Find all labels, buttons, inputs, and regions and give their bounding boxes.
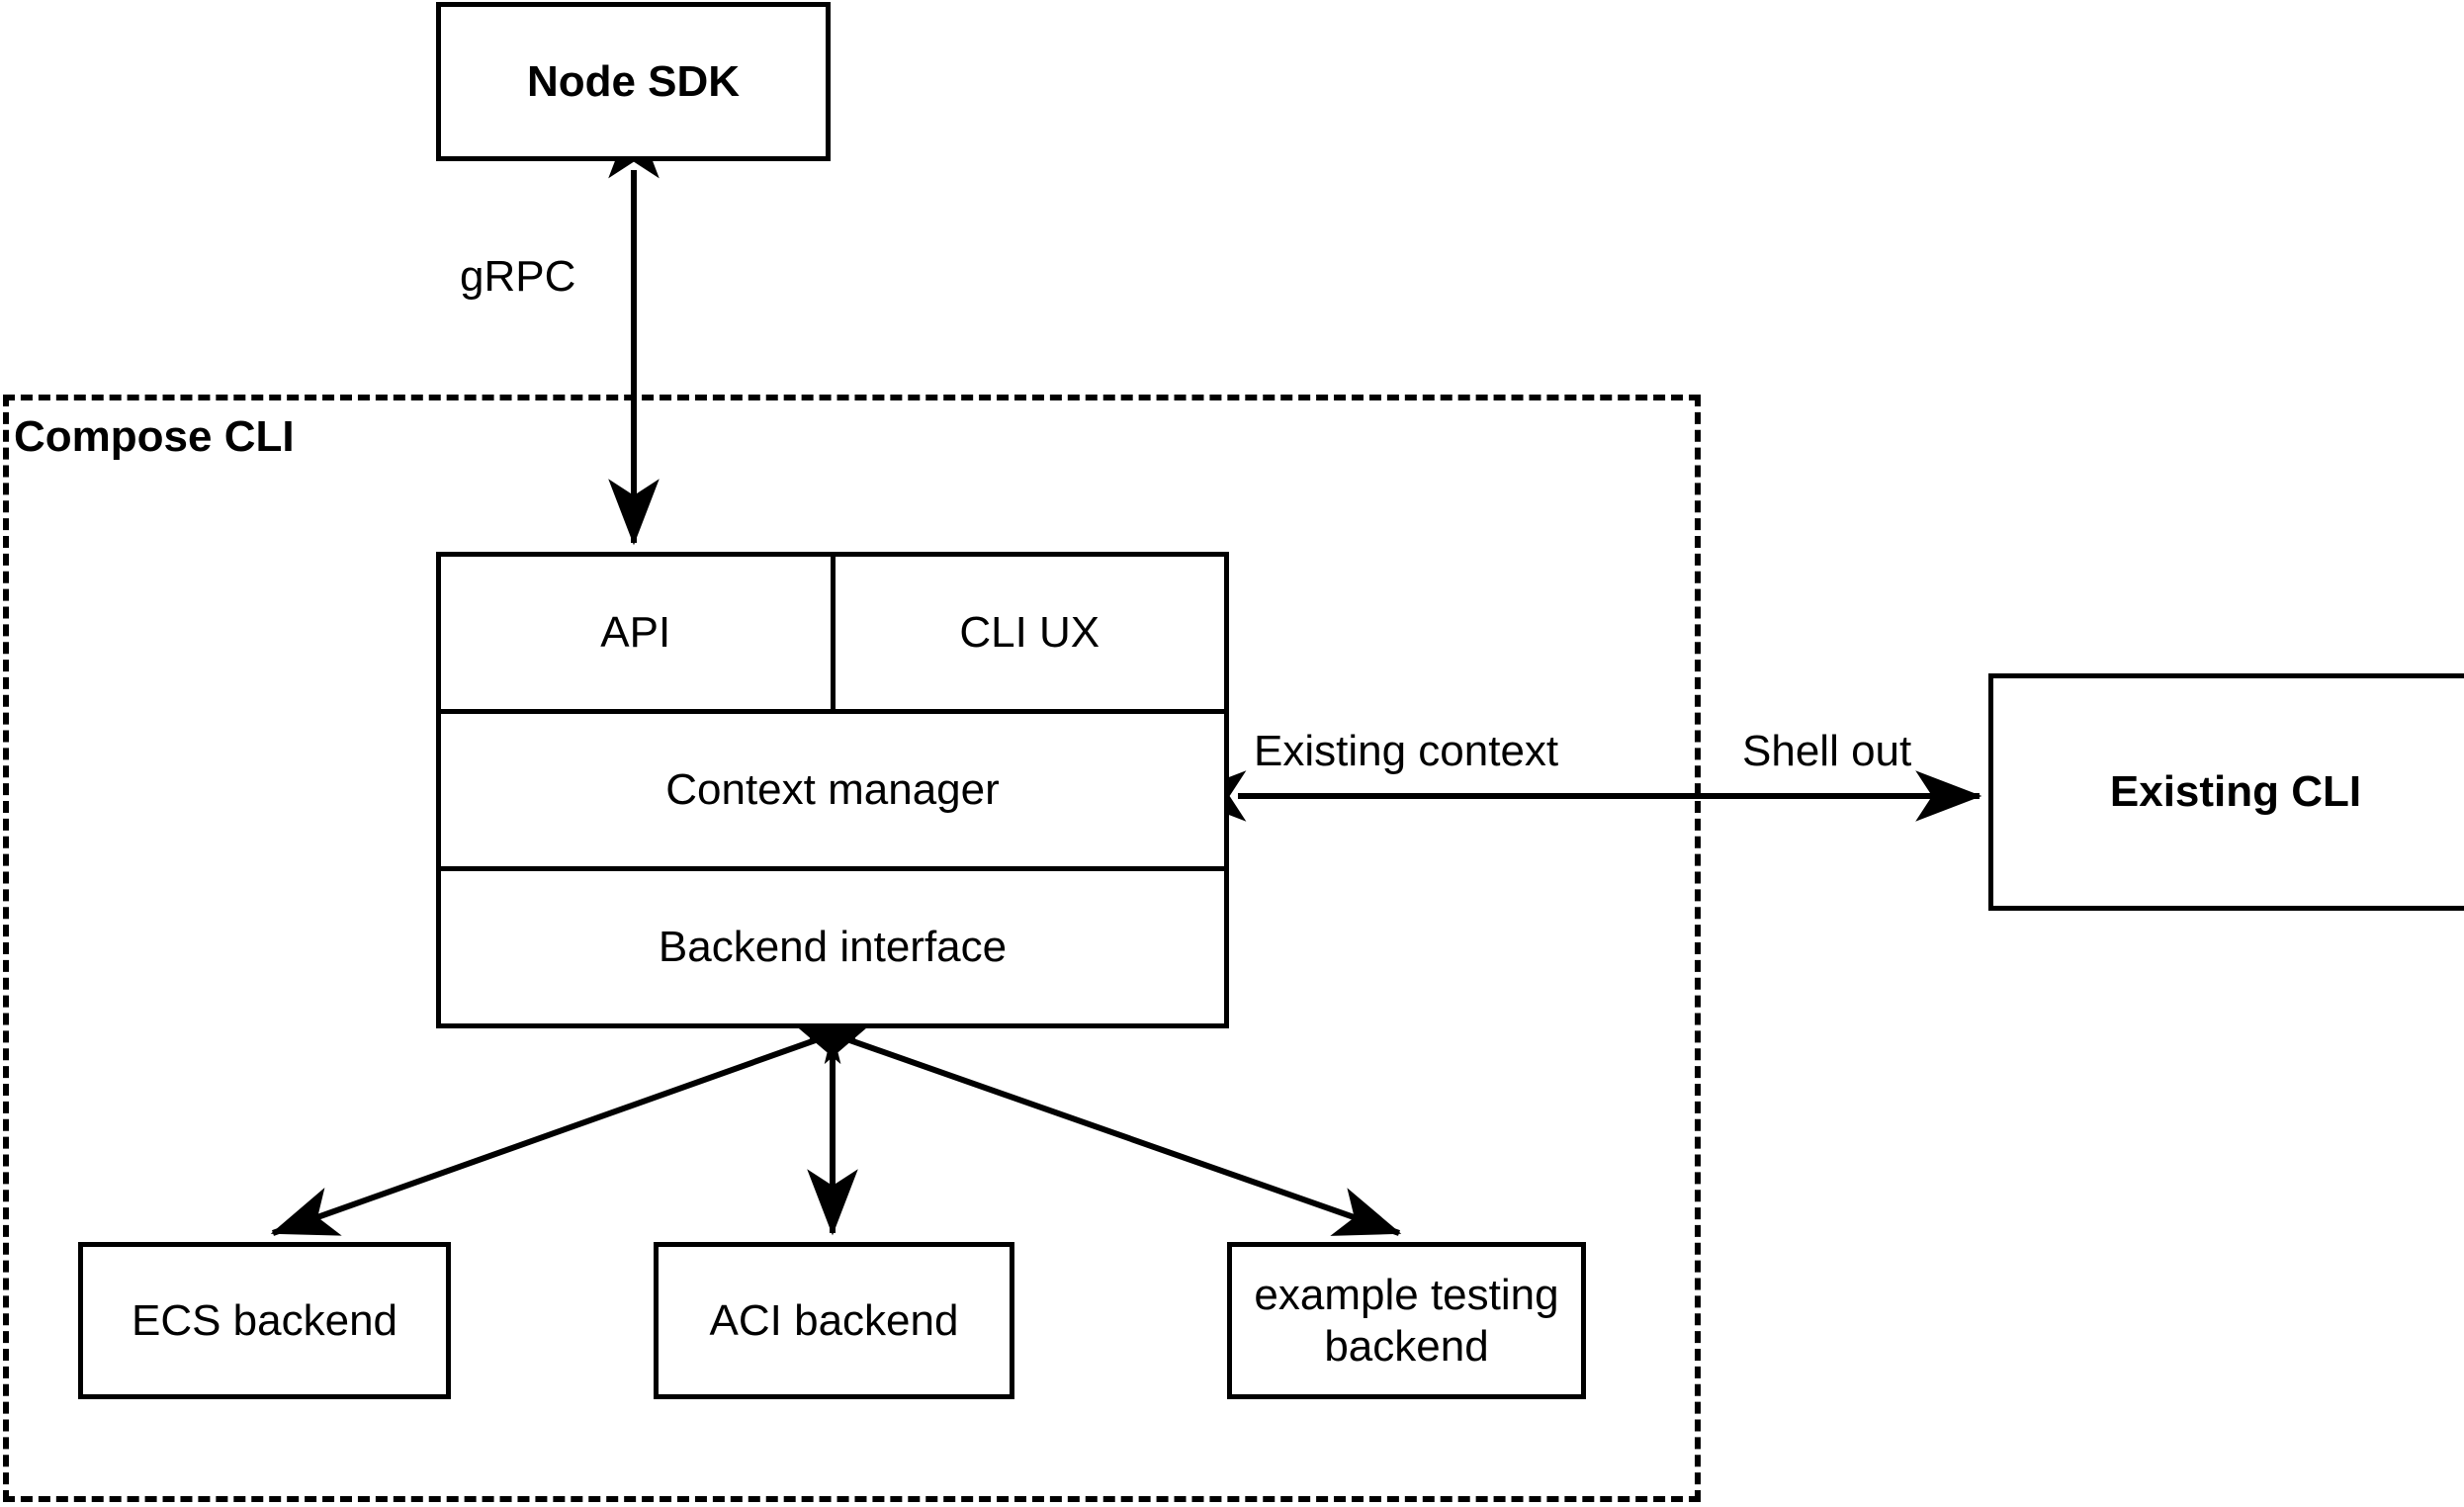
node-sdk-box[interactable]: Node SDK [436, 2, 831, 161]
backend-interface-label: Backend interface [658, 923, 1008, 971]
core-stack-row-backend-interface: Backend interface [441, 866, 1224, 1023]
cli-ux-label: CLI UX [959, 608, 1100, 657]
aci-backend-box[interactable]: ACI backend [654, 1242, 1014, 1399]
node-sdk-label: Node SDK [526, 56, 741, 106]
api-label: API [600, 608, 671, 657]
core-stack-cell-context-manager[interactable]: Context manager [441, 714, 1224, 866]
example-testing-backend-line-1: example testing [1254, 1270, 1559, 1319]
edge-label-shell-out: Shell out [1742, 727, 1912, 775]
existing-cli-box[interactable]: Existing CLI [1988, 673, 2464, 911]
aci-backend-label: ACI backend [709, 1295, 959, 1345]
example-testing-backend-box[interactable]: example testing backend [1227, 1242, 1586, 1399]
core-stack-cell-cli-ux[interactable]: CLI UX [830, 557, 1225, 709]
context-manager-label: Context manager [665, 765, 1000, 814]
compose-cli-group-label: Compose CLI [14, 412, 295, 461]
core-stack-row-api: API CLI UX [441, 557, 1224, 709]
existing-cli-label: Existing CLI [2109, 767, 2362, 817]
edge-label-grpc: gRPC [460, 252, 576, 301]
ecs-backend-box[interactable]: ECS backend [78, 1242, 451, 1399]
core-stack-cell-backend-interface[interactable]: Backend interface [441, 871, 1224, 1023]
edge-label-existing-context: Existing context [1254, 727, 1559, 775]
core-stack-cell-api[interactable]: API [441, 557, 831, 709]
ecs-backend-label: ECS backend [131, 1295, 398, 1345]
example-testing-backend-label: example testing backend [1254, 1270, 1558, 1373]
compose-cli-core-stack: API CLI UX Context manager Backend inter… [436, 552, 1229, 1028]
compose-cli-group-boundary [3, 395, 1701, 1502]
example-testing-backend-line-2: backend [1324, 1321, 1489, 1371]
core-stack-row-context-manager: Context manager [441, 709, 1224, 866]
